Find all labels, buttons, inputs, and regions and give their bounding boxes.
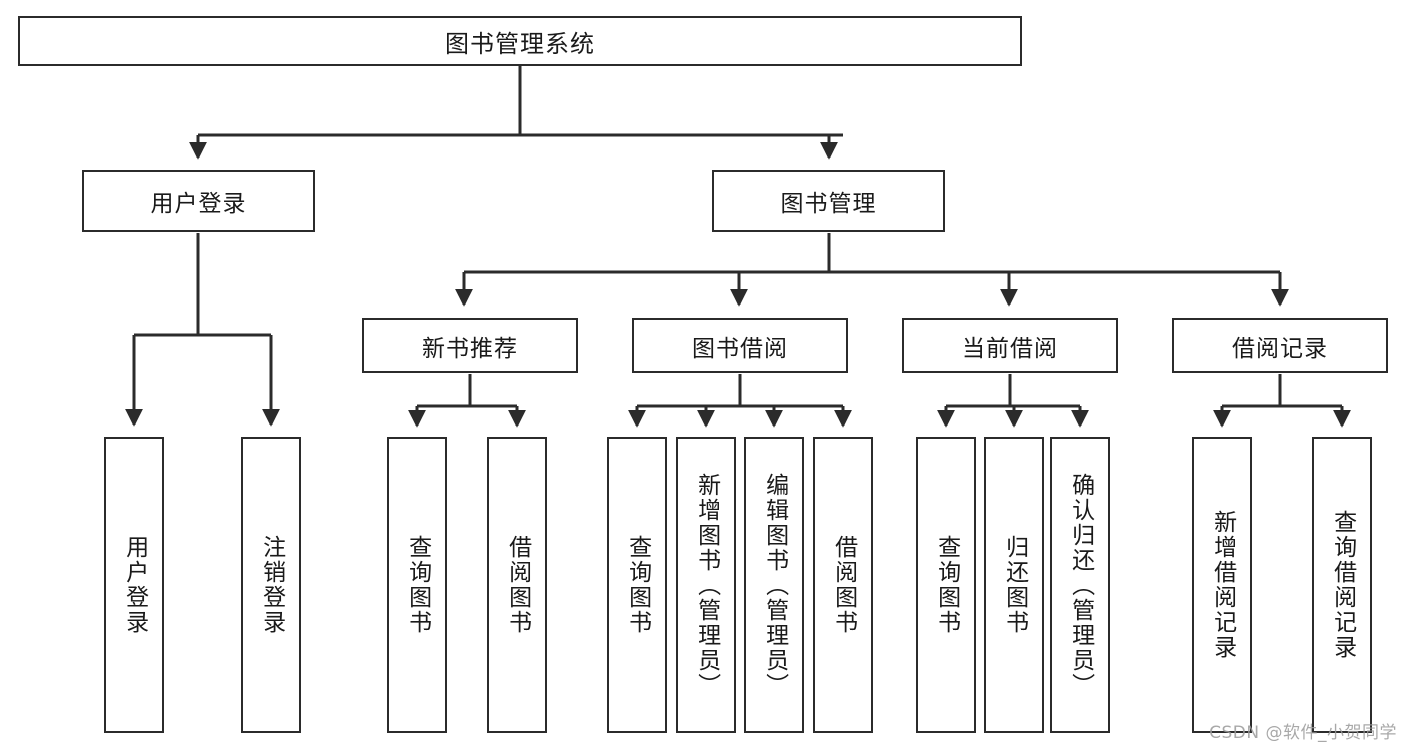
- leaf-book-borrow-borrow-book[interactable]: 借阅图书: [813, 437, 873, 733]
- leaf-new-book-query-book[interactable]: 查询图书: [387, 437, 447, 733]
- leaf-label: 查询借阅记录: [1329, 510, 1356, 660]
- node-new-book-recommend[interactable]: 新书推荐: [362, 318, 578, 373]
- leaf-label: 查询图书: [404, 535, 431, 635]
- leaf-book-borrow-query-book[interactable]: 查询图书: [607, 437, 667, 733]
- csdn-watermark: CSDN @软件_小贺同学: [1209, 723, 1397, 743]
- leaf-user-login-signin[interactable]: 用户登录: [104, 437, 164, 733]
- leaf-book-borrow-edit-book-admin[interactable]: 编辑图书（管理员）: [744, 437, 804, 733]
- leaf-label: 查询图书: [933, 535, 960, 635]
- leaf-label: 归还图书: [1001, 535, 1028, 635]
- node-borrow-record[interactable]: 借阅记录: [1172, 318, 1388, 373]
- node-current-borrow[interactable]: 当前借阅: [902, 318, 1118, 373]
- leaf-label: 借阅图书: [830, 535, 857, 635]
- leaf-borrow-record-query-record[interactable]: 查询借阅记录: [1312, 437, 1372, 733]
- leaf-user-login-signout[interactable]: 注销登录: [241, 437, 301, 733]
- leaf-label: 新增借阅记录: [1209, 510, 1236, 660]
- leaf-current-borrow-return-book[interactable]: 归还图书: [984, 437, 1044, 733]
- leaf-book-borrow-add-book-admin[interactable]: 新增图书（管理员）: [676, 437, 736, 733]
- leaf-label: 查询图书: [624, 535, 651, 635]
- leaf-label: 确认归还（管理员）: [1067, 472, 1094, 698]
- node-user-login[interactable]: 用户登录: [82, 170, 315, 232]
- node-book-management[interactable]: 图书管理: [712, 170, 945, 232]
- leaf-borrow-record-add-record[interactable]: 新增借阅记录: [1192, 437, 1252, 733]
- leaf-current-borrow-confirm-return-admin[interactable]: 确认归还（管理员）: [1050, 437, 1110, 733]
- leaf-label: 注销登录: [258, 535, 285, 635]
- node-root-system[interactable]: 图书管理系统: [18, 16, 1022, 66]
- leaf-new-book-borrow-book[interactable]: 借阅图书: [487, 437, 547, 733]
- leaf-label: 用户登录: [121, 535, 148, 635]
- leaf-label: 新增图书（管理员）: [693, 472, 720, 698]
- node-book-borrow[interactable]: 图书借阅: [632, 318, 848, 373]
- leaf-label: 编辑图书（管理员）: [761, 472, 788, 698]
- leaf-current-borrow-query-book[interactable]: 查询图书: [916, 437, 976, 733]
- leaf-label: 借阅图书: [504, 535, 531, 635]
